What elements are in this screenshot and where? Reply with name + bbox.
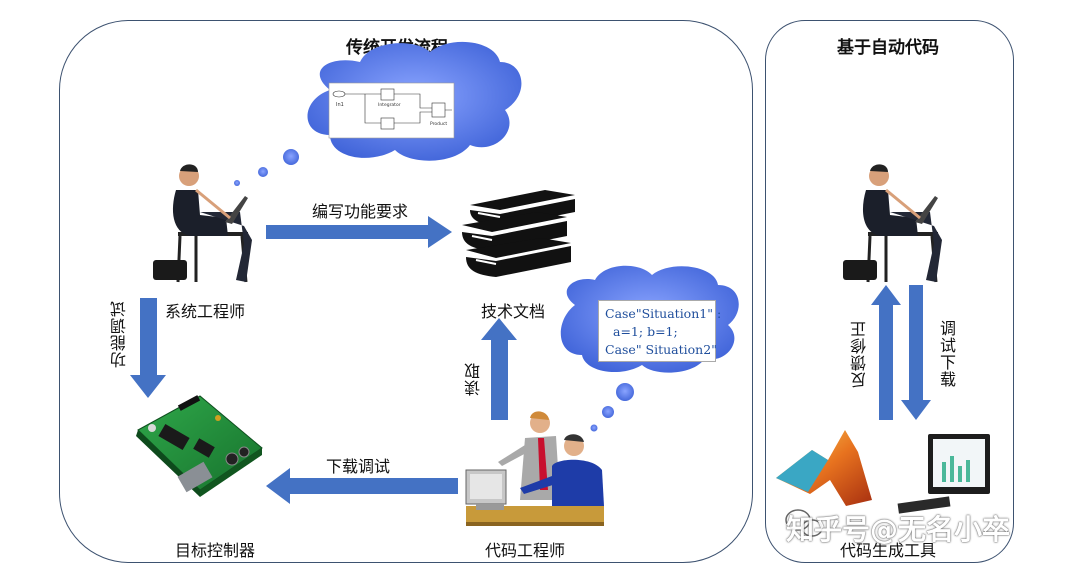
label-code-gen-tool: 代码生成工具: [839, 541, 937, 560]
arrow-write-requirements: [266, 216, 452, 248]
controller-board-icon: [136, 395, 263, 497]
label-download-debug: 下载调试: [325, 457, 391, 476]
label-system-engineer: 系统工程师: [164, 302, 246, 321]
code-line-1: Case"Situation1" :: [605, 306, 722, 321]
simulink-product-label: Product: [430, 121, 447, 127]
simulink-integrator-label: Integrator: [378, 102, 401, 108]
computer-monitor-icon: [897, 434, 990, 514]
system-engineer-figure: [153, 164, 252, 283]
label-feedback: 反馈修正: [850, 320, 869, 388]
watermark-icon: [785, 509, 823, 537]
arrows: [130, 216, 931, 504]
auto-engineer-figure: [843, 164, 942, 283]
label-debug-download: 调试下载: [937, 320, 956, 388]
arrow-function-debug: [130, 298, 166, 398]
code-engineer-figure: [465, 411, 604, 526]
label-tech-doc: 技术文档: [480, 302, 546, 321]
arrow-download-debug: [266, 468, 458, 504]
label-read: 读取: [464, 362, 483, 396]
label-function-debug: 功能调试: [110, 300, 129, 368]
label-write-requirements: 编写功能要求: [311, 202, 409, 221]
simulink-thought-cloud: In1 Integrator Product: [234, 41, 522, 186]
code-line-2: a=1; b=1;: [613, 324, 678, 339]
matlab-logo-icon: [776, 430, 872, 506]
code-line-3: Case" Situation2": [605, 342, 717, 357]
label-code-engineer: 代码工程师: [484, 541, 566, 560]
code-snippet-box: Case"Situation1" : a=1; b=1; Case" Situa…: [598, 300, 722, 362]
arrow-debug-download: [901, 285, 931, 420]
auto-code-title: 基于自动代码: [837, 38, 939, 58]
simulink-in-label: In1: [336, 102, 344, 108]
watermark-text: 知乎号@无名小卒: [786, 513, 1011, 546]
books-icon: [462, 190, 575, 277]
arrow-read: [481, 318, 517, 420]
label-target-controller: 目标控制器: [174, 541, 256, 560]
arrow-feedback: [871, 285, 901, 420]
